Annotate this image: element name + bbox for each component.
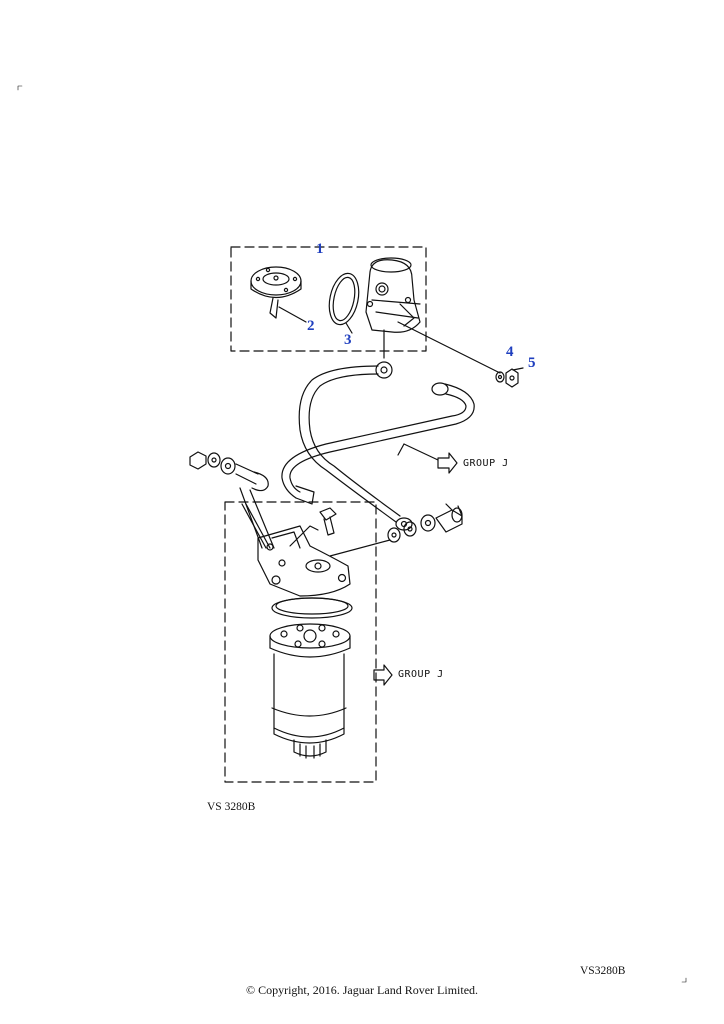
- washer-right-2: [403, 521, 417, 537]
- bolt-left-assembly: [189, 451, 275, 549]
- corner-mark-top: [17, 85, 23, 91]
- page-reference: VS3280B: [580, 965, 626, 977]
- group-label-lower: GROUP J: [398, 669, 444, 680]
- callout-3: 3: [344, 332, 352, 348]
- leader-2: [278, 306, 307, 323]
- callout-4: 4: [506, 344, 514, 360]
- copyright-notice: © Copyright, 2016. Jaguar Land Rover Lim…: [245, 983, 479, 997]
- filter-head: [257, 525, 391, 597]
- fuel-pipe-lower: [281, 382, 475, 505]
- figure-reference: VS 3280B: [207, 801, 256, 813]
- diaphragm-cover: [250, 266, 302, 319]
- fuel-pipe-upper: [298, 361, 401, 523]
- pump-gasket: [328, 272, 360, 326]
- washer-4: [495, 371, 505, 383]
- filter-seal-ring: [271, 597, 353, 619]
- group-arrow-lower: [373, 664, 393, 686]
- washer-right-3: [420, 514, 436, 532]
- group-leader-upper: [403, 443, 439, 461]
- nut-5: [505, 368, 519, 388]
- pump-group-box: [230, 246, 427, 352]
- group-arrow-upper: [437, 452, 458, 474]
- lift-pump: [365, 257, 421, 359]
- corner-mark-bottom: [681, 977, 687, 983]
- leader-5: [512, 367, 524, 371]
- group-label-upper: GROUP J: [463, 458, 509, 469]
- callout-1: 1: [316, 241, 324, 257]
- filter-group-box: [224, 501, 377, 783]
- leader-3: [345, 322, 353, 334]
- leader-4: [397, 321, 501, 374]
- filter-element: [269, 623, 351, 759]
- callout-5: 5: [528, 355, 536, 371]
- callout-2: 2: [307, 318, 315, 334]
- bleed-screw: [319, 507, 337, 536]
- bolt-right: [435, 503, 463, 533]
- washer-right-1: [387, 527, 401, 543]
